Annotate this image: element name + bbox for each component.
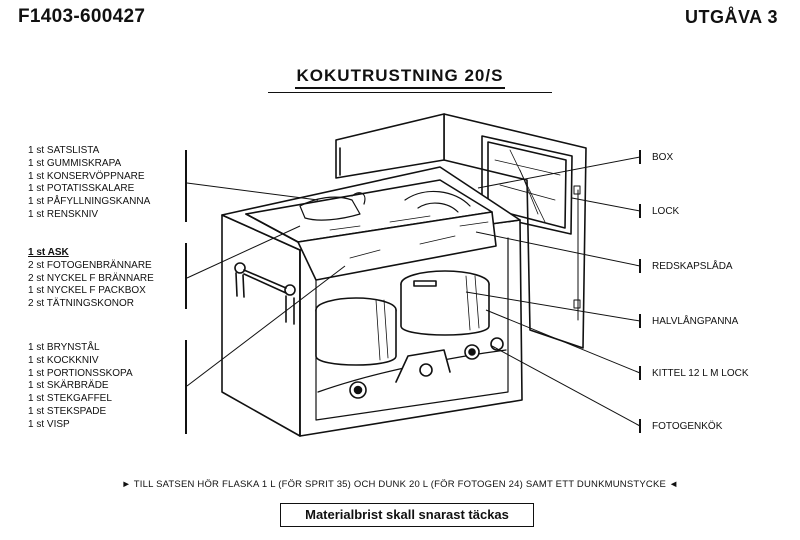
list-item: 2 st NYCKEL F BRÄNNARE xyxy=(28,272,154,284)
list-item: 1 st KONSERVÖPPNARE xyxy=(28,170,145,182)
page-title-text: KOKUTRUSTNING 20/S xyxy=(294,66,506,89)
box-back xyxy=(335,113,445,179)
group-3-bracket xyxy=(185,340,187,434)
stove-burners xyxy=(317,337,507,399)
part-label-lock: LOCK xyxy=(652,206,680,217)
list-item: 1 st PORTIONSSKOPA xyxy=(28,367,133,379)
edition-label: UTGÅVA 3 xyxy=(684,7,778,27)
list-item: 1 st BRYNSTÅL xyxy=(28,342,100,353)
list-item: 1 st SKÄRBRÄDE xyxy=(28,380,109,392)
list-item: 1 st VISP xyxy=(28,418,70,430)
list-item: 1 st SATSLISTA xyxy=(28,145,100,156)
list-item: 1 st STEKSPADE xyxy=(28,405,107,417)
list-item: 1 st POTATISSKALARE xyxy=(28,183,135,195)
list-item: 1 st STEKGAFFEL xyxy=(28,393,112,405)
group-2-bracket xyxy=(185,243,187,309)
kettle-pots xyxy=(315,270,490,366)
footnote: ► TILL SATSEN HÖR FLASKA 1 L (FÖR SPRIT … xyxy=(121,479,679,490)
item-group-3: 1 st BRYNSTÅL 1 st KOCKKNIV 1 st PORTION… xyxy=(28,342,133,432)
list-item: 1 st PÅFYLLNINGSKANNA xyxy=(28,196,151,208)
group-1-bracket xyxy=(185,150,187,222)
document-id: F1403-600427 xyxy=(18,6,146,27)
page-title: KOKUTRUSTNING 20/S xyxy=(0,66,800,89)
part-label-box: BOX xyxy=(652,152,674,163)
item-group-2: 1 st ASK 2 st FOTOGENBRÄNNARE 2 st NYCKE… xyxy=(28,247,154,311)
side-handle xyxy=(234,262,296,325)
list-item: 1 st RENSKNIV xyxy=(28,208,99,220)
title-underline xyxy=(268,92,552,93)
list-item: 1 st ASK xyxy=(28,247,69,258)
list-item: 1 st KOCKKNIV xyxy=(28,354,99,366)
notice-box: Materialbrist skall snarast täckas xyxy=(280,503,534,527)
part-label-kittel: KITTEL 12 L M LOCK xyxy=(652,368,749,379)
right-leader-lines xyxy=(465,156,641,427)
list-item: 2 st FOTOGENBRÄNNARE xyxy=(28,259,152,271)
item-group-1: 1 st SATSLISTA 1 st GUMMISKRAPA 1 st KON… xyxy=(28,145,150,222)
left-leader-lines xyxy=(186,182,346,387)
list-item: 2 st TÄTNINGSKONOR xyxy=(28,298,134,310)
part-label-halvlangpanna: HALVLÅNGPANNA xyxy=(652,316,739,327)
part-label-fotogenkok: FOTOGENKÖK xyxy=(652,421,723,432)
list-item: 1 st GUMMISKRAPA xyxy=(28,157,122,169)
utensil-tray xyxy=(245,179,497,281)
lid-door xyxy=(443,113,587,349)
part-label-redskapslada: REDSKAPSLÅDA xyxy=(652,261,733,272)
list-item: 1 st NYCKEL F PACKBOX xyxy=(28,285,146,297)
